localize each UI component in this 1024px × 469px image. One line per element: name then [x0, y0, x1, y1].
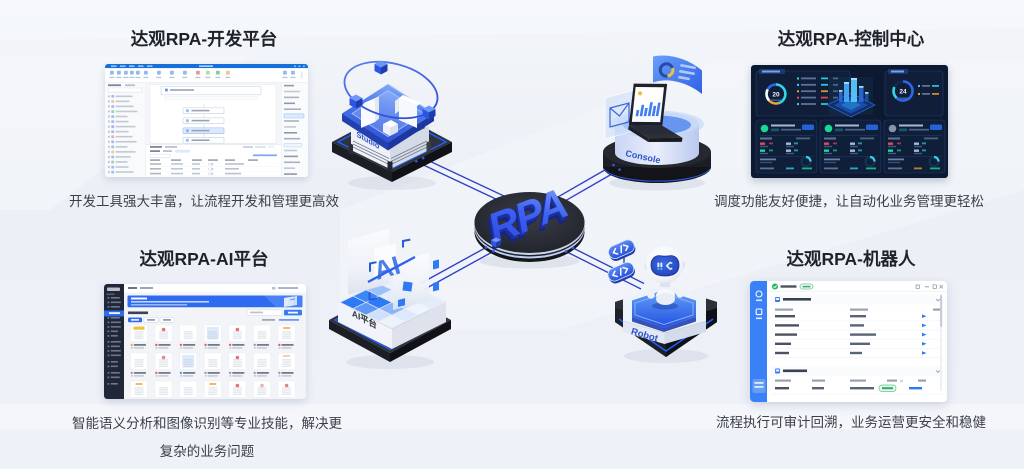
svg-text:20: 20 [772, 92, 780, 99]
svg-text:24: 24 [899, 89, 907, 96]
